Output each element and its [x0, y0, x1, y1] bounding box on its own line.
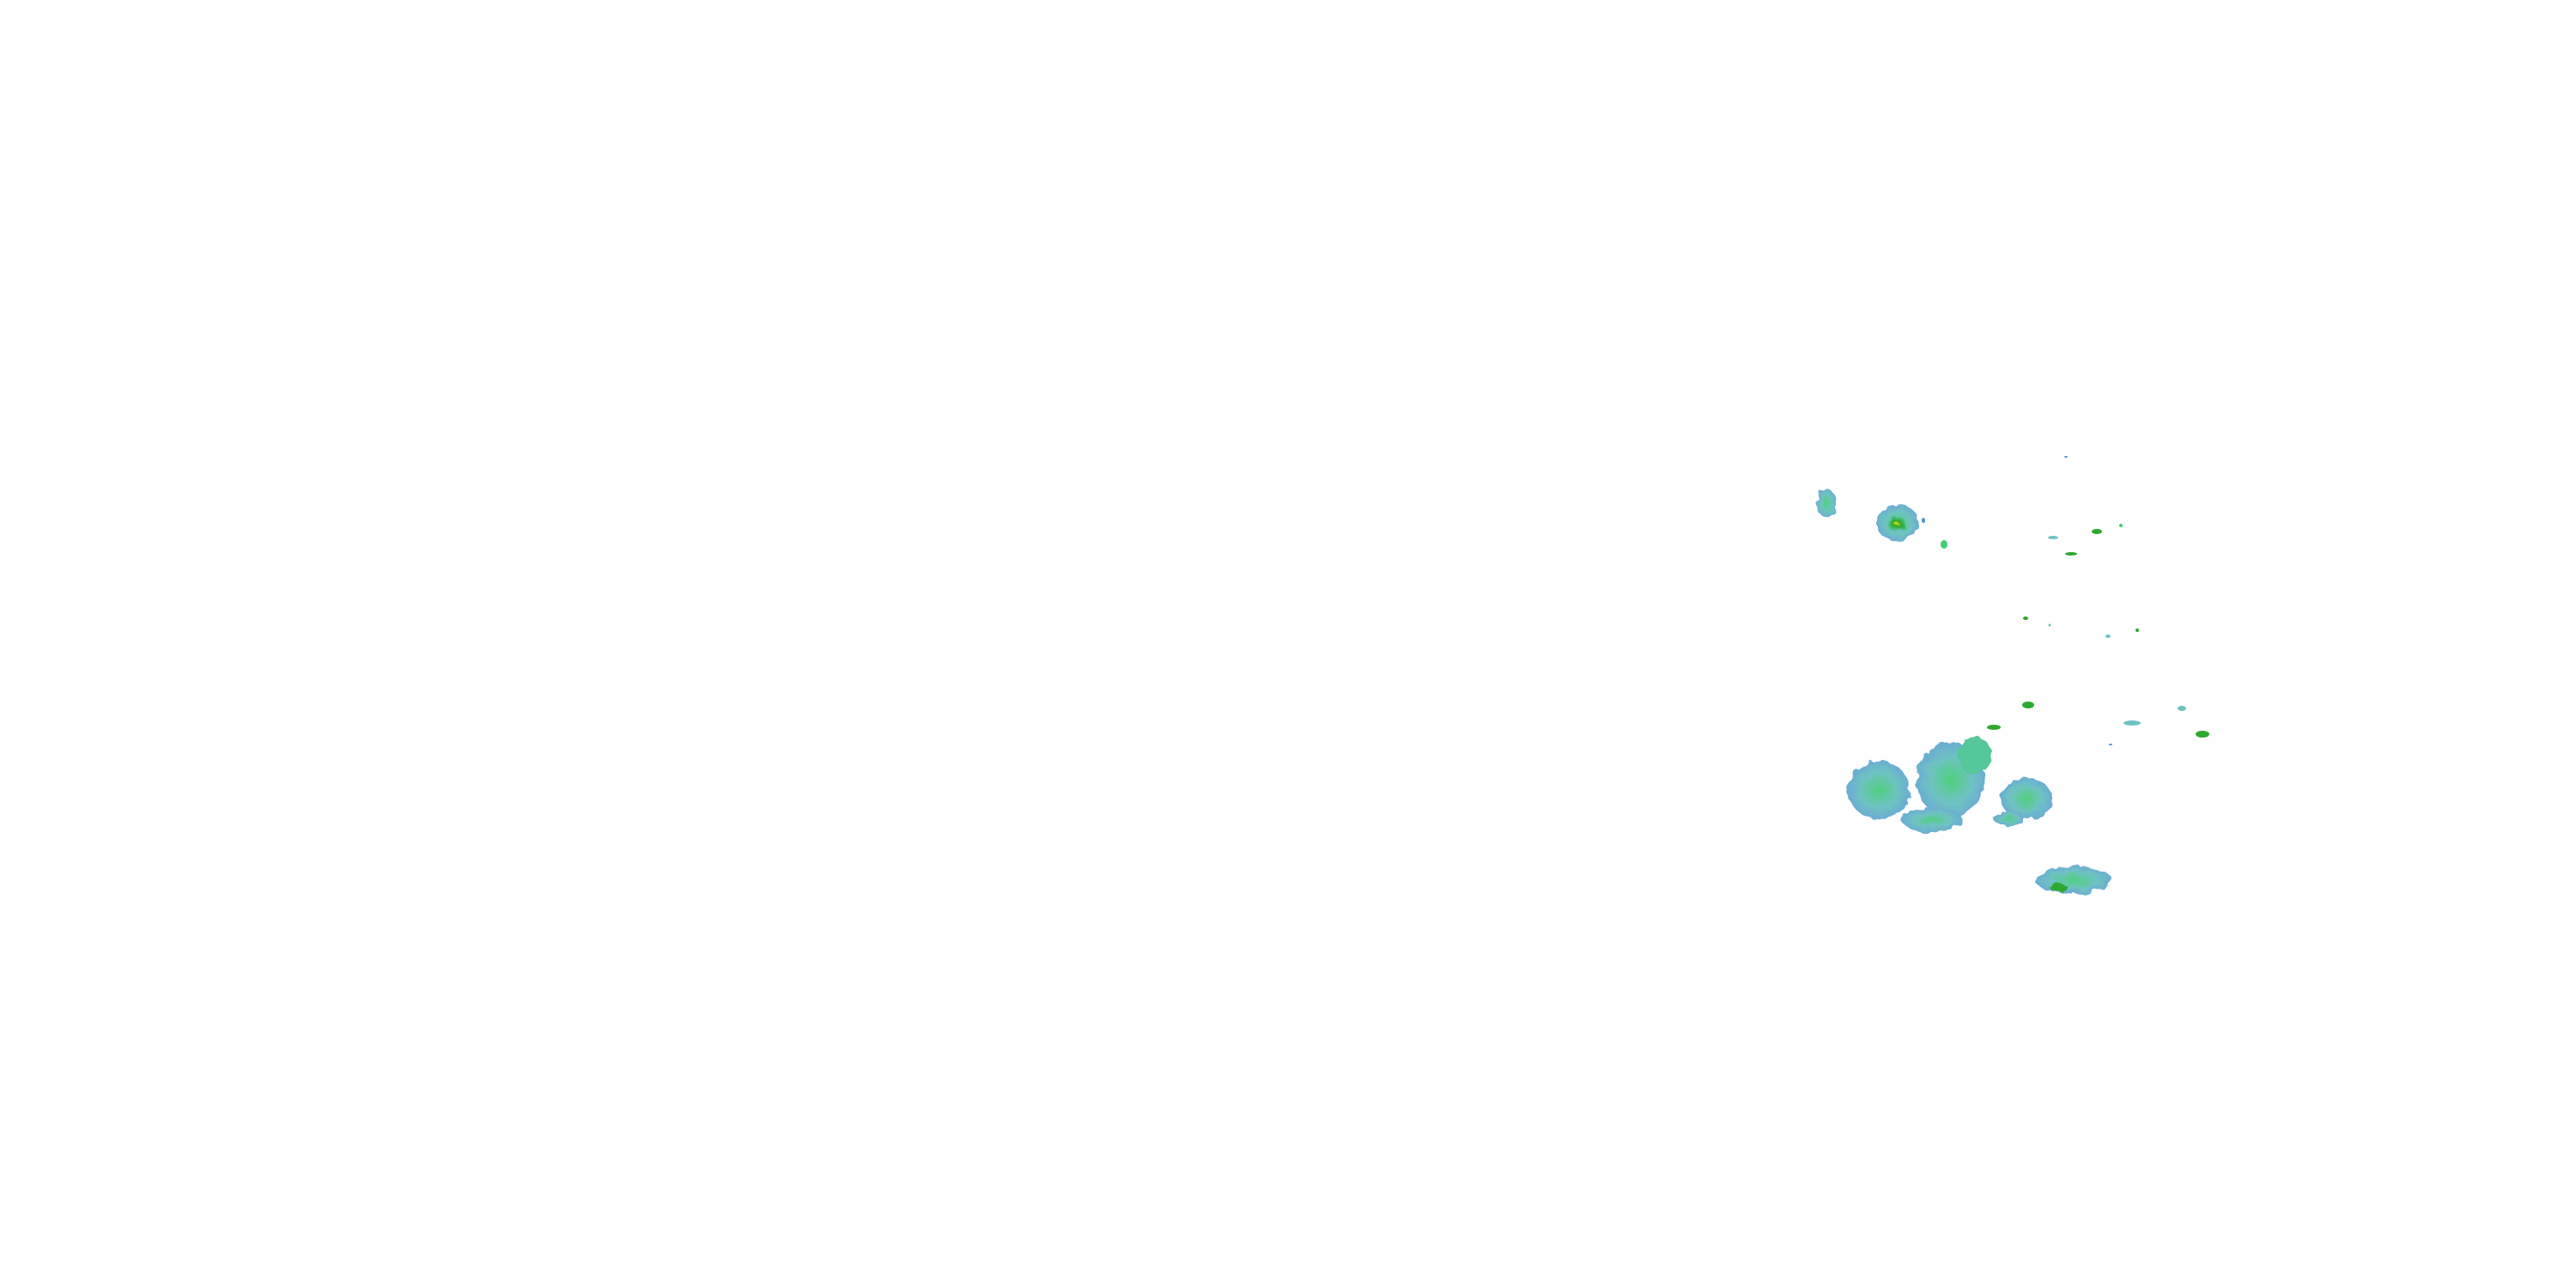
echo-cluster-south	[1848, 737, 2052, 832]
echo-cell-south-east	[2035, 866, 2112, 894]
echo-cell-north-west	[1816, 489, 1837, 517]
echo-cell-north-core	[1876, 505, 1919, 541]
echo-fragments-north	[1922, 456, 2139, 638]
echo-fragments-middle	[1987, 702, 2209, 745]
